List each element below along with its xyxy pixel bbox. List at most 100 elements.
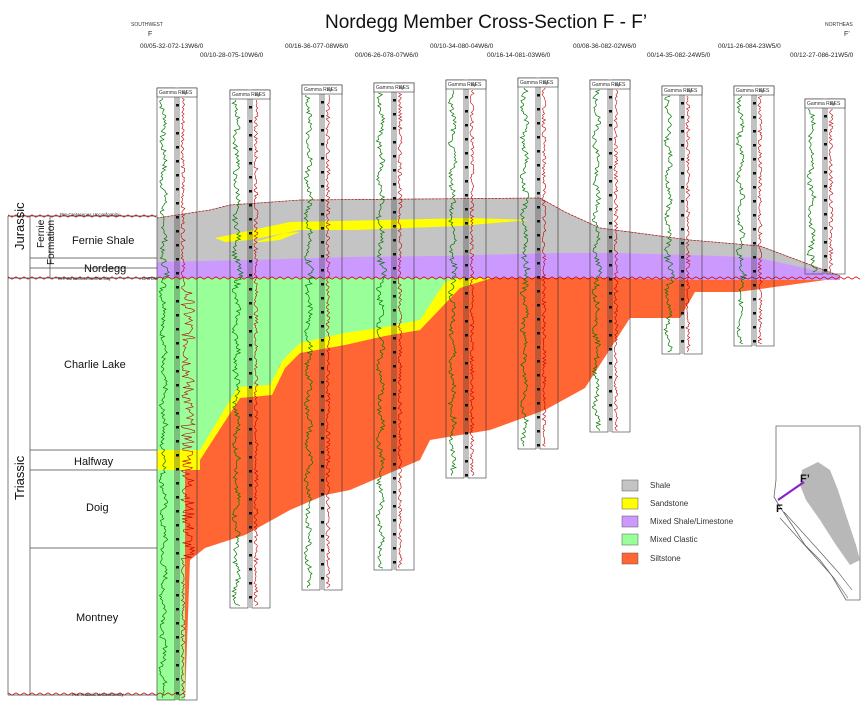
depth-tick <box>609 418 612 421</box>
depth-tick <box>609 376 612 379</box>
well-label-6: 00/16-14-081-03W6/0 <box>487 52 551 59</box>
depth-tick <box>393 365 396 368</box>
well-label-10: 00/12-27-086-21W5/0 <box>790 52 854 59</box>
gamma-ray-curve <box>591 89 603 431</box>
depth-tick <box>681 256 684 259</box>
depth-tick <box>393 169 396 172</box>
legend-label-4: Mixed Clastic <box>650 535 698 544</box>
depth-tick <box>393 155 396 158</box>
formation-group-label-line1: Fernie <box>36 219 47 248</box>
gamma-ray-curve <box>519 87 531 447</box>
log-header-box <box>517 77 559 88</box>
depth-tick <box>609 194 612 197</box>
depth-tick <box>465 124 468 127</box>
resistivity-curve <box>397 92 403 569</box>
depth-tick <box>393 547 396 550</box>
depth-tick <box>176 566 179 569</box>
depth-tick <box>321 563 324 566</box>
depth-tick <box>321 507 324 510</box>
depth-tick <box>824 241 827 244</box>
depth-tick <box>176 244 179 247</box>
depth-tick <box>537 192 540 195</box>
depth-tick <box>753 298 756 301</box>
depth-tick <box>681 144 684 147</box>
depth-tick <box>321 311 324 314</box>
depth-tick <box>753 228 756 231</box>
depth-tick <box>249 218 252 221</box>
depth-tick <box>321 185 324 188</box>
depth-tick <box>681 214 684 217</box>
depth-tick <box>393 127 396 130</box>
stratigraphic-column-frame <box>7 215 157 696</box>
log-header-gamma-ray: Gamma Ray <box>448 82 477 88</box>
resistivity-curve <box>757 95 763 345</box>
depth-tick <box>537 164 540 167</box>
depth-tick <box>176 328 179 331</box>
depth-tick <box>249 120 252 123</box>
depth-tick <box>609 362 612 365</box>
depth-tick <box>537 304 540 307</box>
depth-tick <box>537 416 540 419</box>
log-header-box <box>804 98 846 109</box>
depth-tick <box>176 580 179 583</box>
depth-tick <box>609 222 612 225</box>
depth-tick <box>824 199 827 202</box>
depth-tick <box>537 430 540 433</box>
log-header-gamma-ray: Gamma Ray <box>736 88 765 94</box>
log-header-box <box>733 85 775 96</box>
depth-tick <box>321 395 324 398</box>
depth-tick <box>321 101 324 104</box>
depth-tick <box>393 491 396 494</box>
well-label-1: 00/05-32-072-13W6/0 <box>140 43 204 50</box>
depth-tick <box>465 404 468 407</box>
depth-tick <box>537 346 540 349</box>
depth-tick <box>609 124 612 127</box>
depth-tick <box>393 197 396 200</box>
depth-tick <box>393 449 396 452</box>
depth-tick <box>393 253 396 256</box>
depth-tick <box>465 96 468 99</box>
depth-tick <box>321 381 324 384</box>
depth-tick <box>321 283 324 286</box>
depth-tick <box>393 323 396 326</box>
depth-tick <box>321 325 324 328</box>
fernie-sandstone-lens-small <box>252 232 300 243</box>
legend-swatch-2 <box>621 497 639 510</box>
depth-tick <box>465 320 468 323</box>
legend-label-1: Shale <box>650 481 671 490</box>
depth-tick <box>176 510 179 513</box>
well-label-8: 00/14-35-082-24W5/0 <box>647 52 711 59</box>
depth-tick <box>393 337 396 340</box>
depth-tick <box>753 242 756 245</box>
depth-tick <box>537 248 540 251</box>
depth-tick <box>681 102 684 105</box>
depth-tick <box>176 202 179 205</box>
depth-tick <box>393 393 396 396</box>
depth-tick <box>249 386 252 389</box>
unit-label-doig: Doig <box>86 502 109 514</box>
depth-tick <box>465 306 468 309</box>
depth-tick <box>609 292 612 295</box>
log-header-gamma-ray: Gamma Ray <box>592 82 621 88</box>
depth-tick <box>681 284 684 287</box>
legend-label-3: Mixed Shale/Limestone <box>650 517 734 526</box>
datum-label: DATUM <box>142 276 158 281</box>
depth-tick <box>393 295 396 298</box>
depth-tick <box>321 367 324 370</box>
gamma-ray-track <box>733 85 753 347</box>
depth-tick <box>249 288 252 291</box>
log-header-box <box>373 82 415 93</box>
depth-tick <box>753 312 756 315</box>
depth-tick <box>176 146 179 149</box>
depth-tick <box>537 136 540 139</box>
depth-tick <box>393 421 396 424</box>
depth-tick <box>537 220 540 223</box>
depth-tick <box>321 451 324 454</box>
well-label-3: 00/16-36-077-08W6/0 <box>285 43 349 50</box>
log-header-resistivity: RES <box>327 87 338 93</box>
